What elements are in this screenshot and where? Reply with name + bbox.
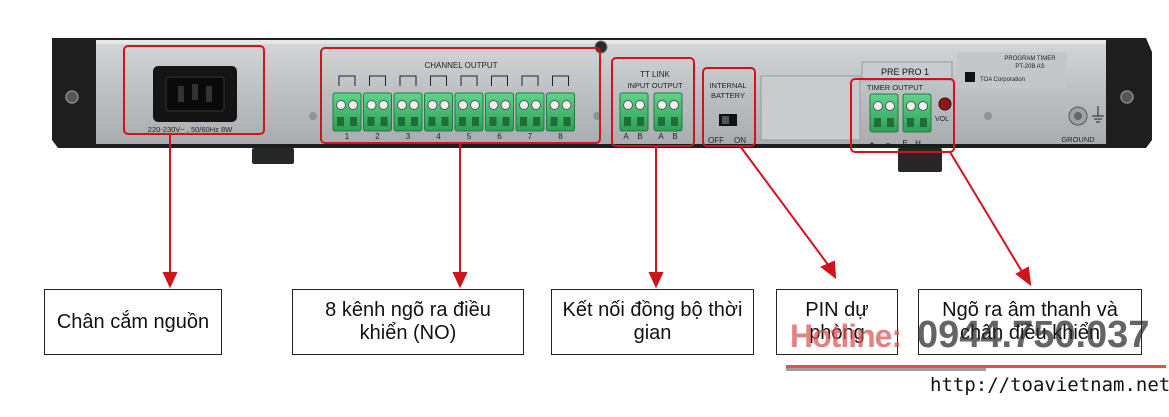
manufacturer-label: TOA Corporation [980, 77, 1025, 83]
highlight-battery [702, 67, 756, 147]
callout-power-text: Chân cắm nguồn [56, 310, 210, 333]
on-label: ON [734, 136, 746, 145]
channel-terminal [363, 92, 392, 132]
rack-screw-icon [65, 90, 79, 104]
ground-terminal: GROUND [309, 106, 1104, 144]
callout-audio-text: Ngõ ra âm thanh và chân điều khiển [942, 299, 1118, 344]
model-label: PT-20B AS [1015, 64, 1044, 70]
battery-label-line2: BATTERY [711, 91, 745, 100]
channel-number-label: 8 [558, 132, 563, 141]
timer-terminal-b [902, 93, 932, 133]
channel-terminal [454, 92, 484, 132]
power-rating-label: 220-230V~ , 50/60Hz 8W [148, 125, 233, 134]
highlight-sync [611, 57, 695, 147]
rack-screw-icon [1120, 90, 1134, 104]
channel-terminal [393, 92, 423, 132]
channel-number-label: 7 [528, 132, 533, 141]
hotline-number: 0944.750.037 [917, 314, 1150, 356]
arrow-down-icon [1015, 266, 1032, 287]
channel-terminal [332, 92, 362, 132]
relay-contact-icon [369, 75, 386, 86]
screw-icon [309, 112, 317, 120]
channel-output-label: CHANNEL OUTPUT [424, 61, 497, 70]
channel-output-block: CHANNEL OUTPUT 1 2 3 4 5 6 7 8 [332, 61, 575, 141]
battery-block: INTERNAL BATTERY OFF ON [708, 81, 747, 145]
off-label: OFF [708, 136, 724, 145]
arrow-down-icon [820, 260, 837, 280]
highlight-audio [850, 78, 955, 153]
power-inlet: 220-230V~ , 50/60Hz 8W [148, 66, 237, 134]
input-output-label: INPUT OUTPUT [627, 81, 683, 90]
pre-pro-label: PRE PRO 1 [881, 67, 929, 77]
foot [252, 148, 294, 164]
watermark-rule [786, 368, 986, 371]
channel-number-label: 1 [345, 132, 350, 141]
channel-number-label: 6 [497, 132, 502, 141]
toa-logo-icon [965, 72, 975, 82]
foot [898, 148, 942, 172]
relay-contact-icon [338, 75, 356, 86]
callout-arrows [162, 134, 1032, 289]
highlight-power [123, 45, 265, 135]
callout-power: Chân cắm nguồn [44, 289, 222, 355]
channel-terminals: 1 2 3 4 5 6 7 8 [332, 75, 575, 141]
callout-channels-text: 8 kênh ngõ ra điều khiển (NO) [325, 299, 491, 344]
timer-output-label: TIMER OUTPUT [867, 83, 924, 92]
website-url: http://toavietnam.net [930, 374, 1169, 396]
tt-pin-label: A [623, 132, 629, 141]
tt-pin-label: B [637, 132, 642, 141]
vol-label: VOL [935, 116, 949, 123]
ground-label: GROUND [1061, 135, 1095, 144]
blank-plate [760, 75, 861, 141]
arrow-down-icon [162, 272, 178, 289]
channel-number-label: 2 [375, 132, 380, 141]
channel-terminal [424, 92, 453, 132]
timer-pin-label: + [870, 139, 875, 148]
hotline-label: Hotline: [790, 318, 902, 354]
tt-pin-label: B [672, 132, 677, 141]
tt-output-terminal [653, 92, 683, 132]
callout-audio: Ngõ ra âm thanh và chân điều khiển [918, 289, 1142, 355]
relay-contact-icon [491, 75, 508, 86]
timer-pin-label: − [886, 139, 891, 148]
tt-input-terminal [619, 92, 649, 132]
tt-link-label: TT LINK [640, 70, 670, 79]
channel-terminal [546, 92, 575, 132]
callout-sync: Kết nối đồng bộ thời gian [551, 289, 754, 355]
screw-icon [984, 112, 992, 120]
arrow-down-icon [648, 272, 664, 289]
timer-terminal-a [869, 93, 899, 133]
relay-contact-icon [521, 75, 539, 86]
relay-contact-icon [460, 75, 478, 86]
callout-channels: 8 kênh ngõ ra điều khiển (NO) [292, 289, 524, 355]
timer-pin-label: H [915, 139, 921, 148]
channel-number-label: 3 [406, 132, 411, 141]
channel-terminal [485, 92, 514, 132]
arrow-down-icon [452, 272, 468, 289]
callout-sync-text: Kết nối đồng bộ thời gian [562, 299, 743, 344]
channel-number-label: 5 [467, 132, 472, 141]
callout-battery-text: PIN dự phòng [805, 299, 869, 344]
channel-number-label: 4 [436, 132, 441, 141]
program-timer-label: PROGRAM TIMER [1004, 56, 1056, 62]
relay-contact-icon [430, 75, 447, 86]
battery-label-line1: INTERNAL [709, 81, 746, 90]
channel-terminal [515, 92, 545, 132]
timer-pin-label: E [902, 139, 907, 148]
watermark-rule [786, 365, 1166, 368]
callout-battery: PIN dự phòng [776, 289, 898, 355]
ground-symbol-icon [1092, 106, 1104, 123]
relay-contact-icon [399, 75, 417, 86]
relay-contact-icon [552, 75, 569, 86]
screw-icon [594, 40, 608, 54]
product-label: PROGRAM TIMER PT-20B AS TOA Corporation [957, 52, 1067, 88]
volume-knob-icon [938, 97, 952, 111]
tt-pin-label: A [658, 132, 664, 141]
